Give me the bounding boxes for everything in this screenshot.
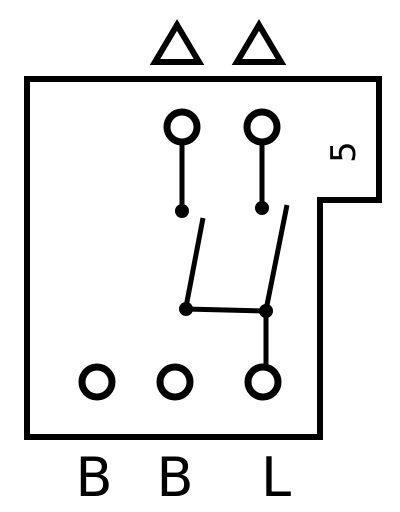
bottom-terminal-B1 xyxy=(78,363,116,401)
bottom-terminal-B2 xyxy=(156,363,194,401)
terminal-label-L: L xyxy=(261,446,291,509)
switch-body-outline xyxy=(24,76,382,440)
contact-dot-left xyxy=(175,204,189,218)
common-bus xyxy=(185,306,267,314)
contact-dot-right xyxy=(255,201,269,215)
top-terminal-left xyxy=(163,108,201,146)
top-terminal-right xyxy=(243,108,281,146)
junction-dot-left xyxy=(179,302,193,316)
terminal-label-B1: B xyxy=(75,446,112,509)
triangle-icon xyxy=(231,19,287,65)
triangle-icon xyxy=(149,19,205,65)
side-number-label: 5 xyxy=(324,141,364,163)
switch-blade-right xyxy=(263,204,290,311)
bottom-terminal-L xyxy=(244,363,282,401)
terminal-label-B2: B xyxy=(156,446,193,509)
switch-blade-left xyxy=(183,217,206,308)
